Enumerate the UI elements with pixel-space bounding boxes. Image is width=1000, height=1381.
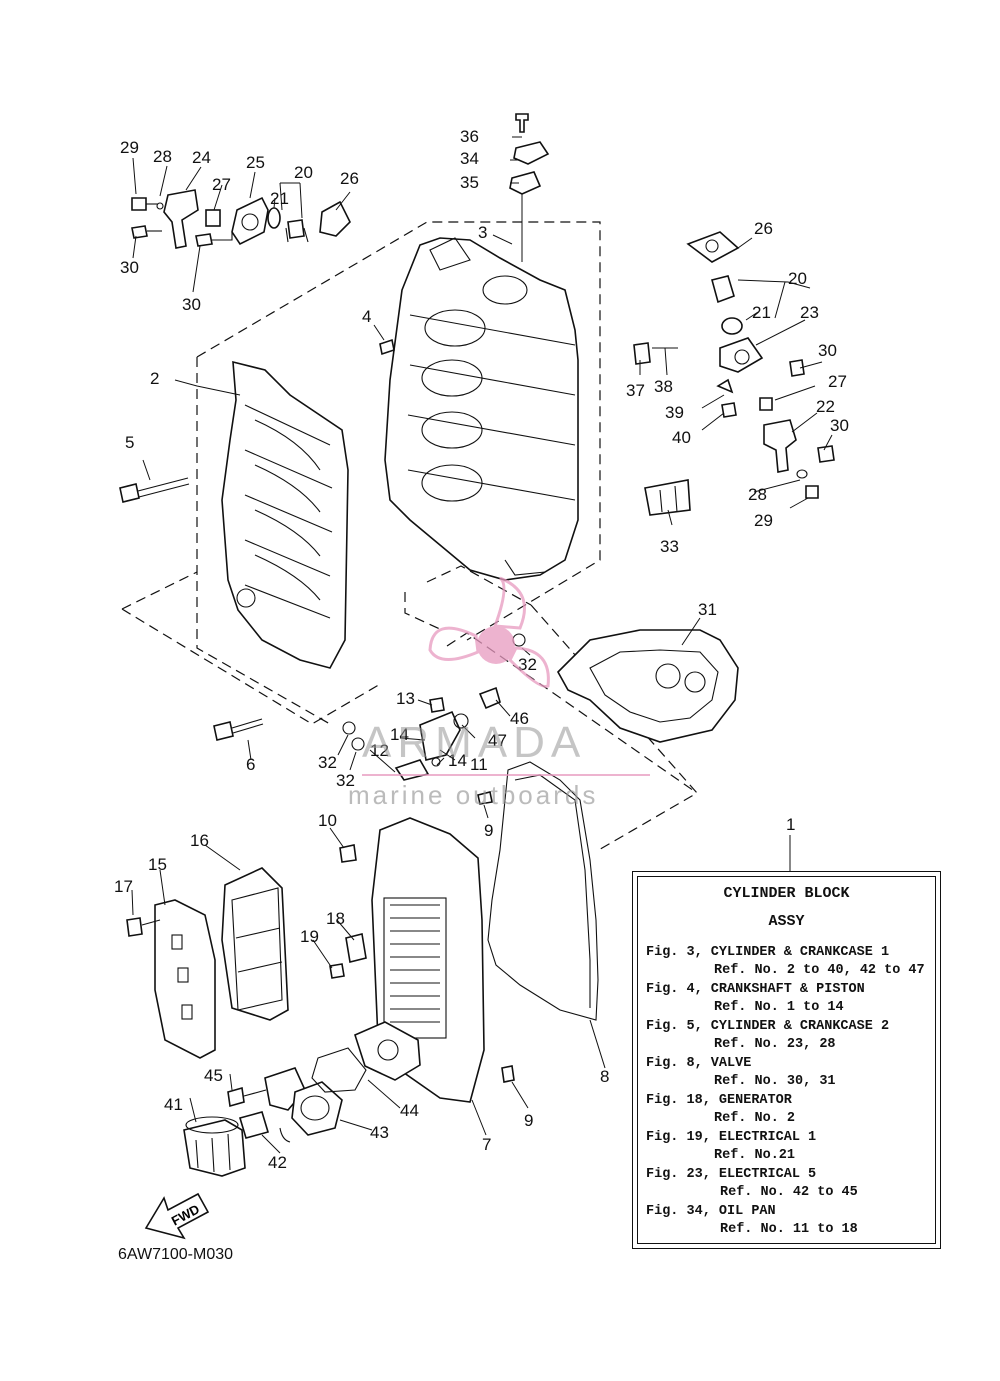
callout-33: 33 xyxy=(660,537,679,556)
callout-6: 6 xyxy=(246,755,255,774)
leader-lines xyxy=(131,136,833,1154)
callout-32-middle: 32 xyxy=(318,753,337,772)
callout-21-right: 21 xyxy=(752,303,771,322)
legend-fig-line: Fig. 19, ELECTRICAL 1 xyxy=(646,1130,817,1145)
thermostat-assembly-right xyxy=(633,231,835,516)
callout-10: 10 xyxy=(318,811,337,830)
crankcase-half xyxy=(221,360,349,669)
legend-ref-line: Ref. No. 23, 28 xyxy=(714,1037,836,1052)
callout-30-right-lower: 30 xyxy=(830,416,849,435)
callout-2: 2 xyxy=(150,369,159,388)
callout-37: 37 xyxy=(626,381,645,400)
legend-title: CYLINDER BLOCK xyxy=(723,885,850,902)
callout-39: 39 xyxy=(665,403,684,422)
callout-27-right: 27 xyxy=(828,372,847,391)
callout-30-left-upper: 30 xyxy=(120,258,139,277)
callout-28-left: 28 xyxy=(153,147,172,166)
callout-40: 40 xyxy=(672,428,691,447)
callout-41: 41 xyxy=(164,1095,183,1114)
legend-fig-line: Fig. 23, ELECTRICAL 5 xyxy=(646,1167,817,1182)
callout-8: 8 xyxy=(600,1067,609,1086)
callout-22: 22 xyxy=(816,397,835,416)
diagram-code: 6AW7100-M030 xyxy=(118,1246,234,1263)
legend-ref-line: Ref. No. 2 xyxy=(714,1111,796,1126)
callout-42: 42 xyxy=(268,1153,287,1172)
oil-strainer-parts xyxy=(342,633,526,1083)
watermark-logo xyxy=(362,576,650,776)
legend-subtitle: ASSY xyxy=(768,913,805,930)
legend-ref-line: Ref. No.21 xyxy=(714,1148,796,1163)
legend-fig-line: Fig. 34, OIL PAN xyxy=(646,1204,776,1219)
cylinder-block xyxy=(384,237,579,581)
watermark-brand: ARMADA xyxy=(362,718,587,767)
callout-12: 12 xyxy=(370,741,389,760)
callout-labels: 1 2 3 4 5 6 7 8 9 9 10 11 12 13 14 14 15… xyxy=(114,127,849,1172)
callout-11: 11 xyxy=(470,755,488,774)
callout-46: 46 xyxy=(510,709,529,728)
callout-23: 23 xyxy=(800,303,819,322)
sensor-bracket xyxy=(509,113,550,262)
callout-36: 36 xyxy=(460,127,479,146)
callout-3: 3 xyxy=(478,223,487,242)
callout-13: 13 xyxy=(396,689,415,708)
callout-31: 31 xyxy=(698,600,717,619)
callout-21-left: 21 xyxy=(270,189,289,208)
callout-38: 38 xyxy=(654,377,673,396)
legend-ref-line: Ref. No. 42 to 45 xyxy=(720,1185,858,1200)
oil-pan-assembly xyxy=(329,817,485,1103)
callout-17: 17 xyxy=(114,877,133,896)
callout-30-right-upper: 30 xyxy=(818,341,837,360)
callout-29-left: 29 xyxy=(120,138,139,157)
legend-box: CYLINDER BLOCK ASSY Fig. 3, CYLINDER & C… xyxy=(632,871,941,1249)
legend-fig-line: Fig. 8, VALVE xyxy=(646,1056,752,1071)
callout-44: 44 xyxy=(400,1101,419,1120)
cover-plate xyxy=(126,867,289,1059)
callout-18: 18 xyxy=(326,909,345,928)
callout-5: 5 xyxy=(125,433,134,452)
oil-filter-assembly xyxy=(183,1047,367,1177)
callout-32-upper: 32 xyxy=(518,655,537,674)
callout-47: 47 xyxy=(488,731,507,750)
legend-fig-line: Fig. 18, GENERATOR xyxy=(646,1093,792,1108)
callout-25: 25 xyxy=(246,153,265,172)
callout-9-lower: 9 xyxy=(524,1111,533,1130)
legend-ref-line: Ref. No. 11 to 18 xyxy=(720,1222,858,1237)
callout-32-lower: 32 xyxy=(336,771,355,790)
callout-45: 45 xyxy=(204,1066,223,1085)
callout-28-right: 28 xyxy=(748,485,767,504)
legend-fig-line: Fig. 5, CYLINDER & CRANKCASE 2 xyxy=(646,1019,890,1034)
callout-26-left: 26 xyxy=(340,169,359,188)
bolts-left xyxy=(119,338,395,741)
callout-4: 4 xyxy=(362,307,371,326)
forward-direction-arrow: FWD xyxy=(144,1192,210,1240)
callout-29-right: 29 xyxy=(754,511,773,530)
callout-9-upper: 9 xyxy=(484,821,493,840)
thermostat-assembly-left xyxy=(131,189,351,249)
callout-16: 16 xyxy=(190,831,209,850)
legend-ref-line: Ref. No. 2 to 40, 42 to 47 xyxy=(714,963,925,978)
callout-1: 1 xyxy=(786,815,795,834)
callout-15: 15 xyxy=(148,855,167,874)
legend-ref-line: Ref. No. 1 to 14 xyxy=(714,1000,844,1015)
callout-14-lower: 14 xyxy=(448,751,467,770)
legend-fig-line: Fig. 4, CRANKSHAFT & PISTON xyxy=(646,982,865,997)
callout-20-right: 20 xyxy=(788,269,807,288)
watermark-tagline: marine outboards xyxy=(348,780,599,810)
callout-20-left: 20 xyxy=(294,163,313,182)
callout-26-right: 26 xyxy=(754,219,773,238)
legend-ref-line: Ref. No. 30, 31 xyxy=(714,1074,836,1089)
callout-14-upper: 14 xyxy=(390,725,409,744)
legend-inner-frame: CYLINDER BLOCK ASSY Fig. 3, CYLINDER & C… xyxy=(637,876,936,1244)
legend-fig-line: Fig. 3, CYLINDER & CRANKCASE 1 xyxy=(646,945,890,960)
callout-27-left: 27 xyxy=(212,175,231,194)
callout-34: 34 xyxy=(460,149,479,168)
callout-7: 7 xyxy=(482,1135,491,1154)
oil-pan-gasket xyxy=(557,629,739,743)
callout-19: 19 xyxy=(300,927,319,946)
callout-24: 24 xyxy=(192,148,211,167)
callout-43: 43 xyxy=(370,1123,389,1142)
callout-30-left-lower: 30 xyxy=(182,295,201,314)
callout-35: 35 xyxy=(460,173,479,192)
